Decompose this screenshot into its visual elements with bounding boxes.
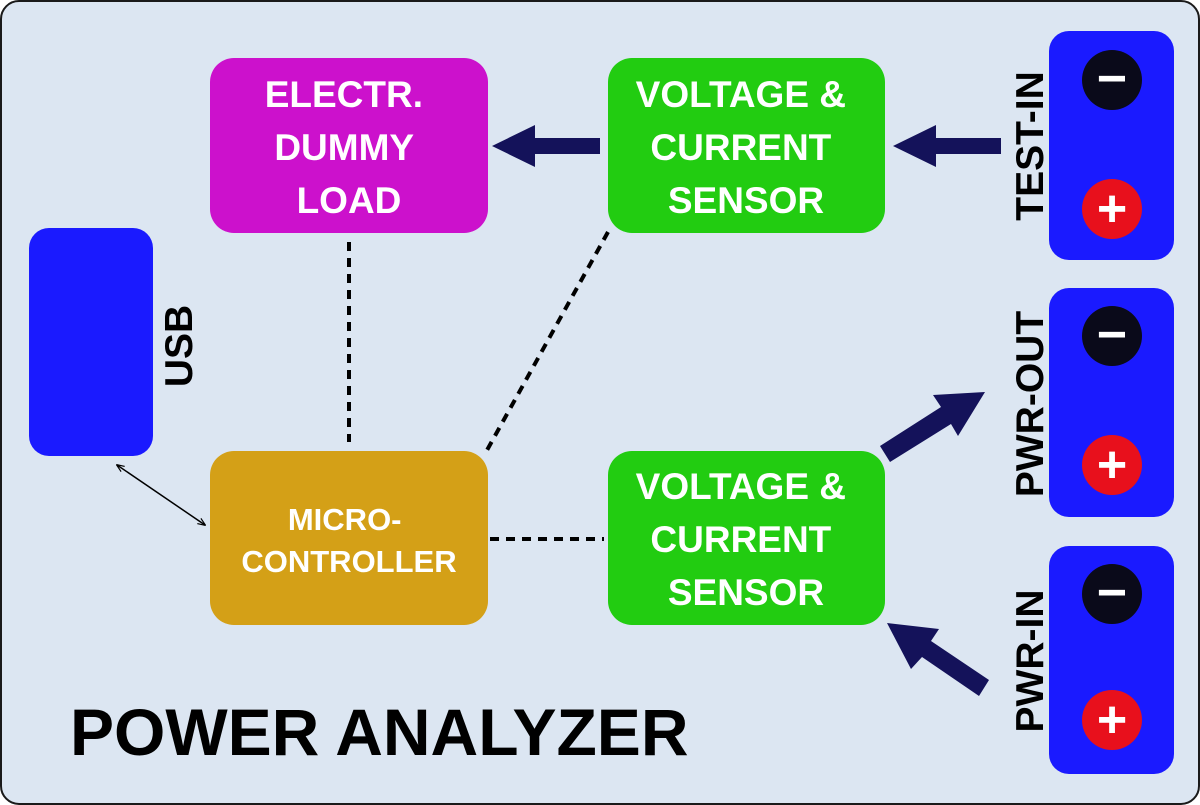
port-test-in-label: TEST-IN [1009,71,1052,221]
plus-sign: + [1097,436,1127,494]
minus-sign: − [1097,306,1127,364]
diagram-title: POWER ANALYZER [70,695,689,769]
port-pwr-out-body [1049,288,1174,517]
minus-sign: − [1097,564,1127,622]
microcontroller-block [210,451,488,625]
plus-sign: + [1097,691,1127,749]
port-pwr-in: PWR-IN − + [1009,546,1174,774]
plus-sign: + [1097,180,1127,238]
minus-sign: − [1097,50,1127,108]
arrow-testin-to-sensor [893,125,1001,167]
port-pwr-in-body [1049,546,1174,774]
minus-terminal-icon [1082,50,1142,110]
usb-label: USB [158,305,201,387]
link-sensor-top-mcu [484,231,610,453]
arrow-sensor-to-load [492,125,600,167]
arrow-sensor-to-pwrout [880,392,985,462]
sensor-top-label: VOLTAGE & CURRENT SENSOR [636,74,857,221]
minus-terminal-icon [1082,564,1142,624]
sensor-bottom-label: VOLTAGE & CURRENT SENSOR [636,466,857,613]
usb-connector [29,228,153,456]
port-pwr-in-label: PWR-IN [1009,590,1052,733]
minus-terminal-icon [1082,306,1142,366]
sensor-top-block [608,58,885,233]
usb-mcu-link [117,465,205,525]
plus-terminal-icon [1082,690,1142,750]
plus-terminal-icon [1082,435,1142,495]
port-test-in-body [1049,31,1174,260]
port-pwr-out-label: PWR-OUT [1009,311,1052,497]
plus-terminal-icon [1082,179,1142,239]
sensor-bottom-block [608,451,885,625]
dummy-load-label: ELECTR. DUMMY LOAD [265,74,434,221]
port-test-in: TEST-IN − + [1009,31,1174,260]
arrow-pwrin-to-sensor [887,623,989,696]
microcontroller-label: MICRO- CONTROLLER [241,502,456,579]
dummy-load-block [210,58,488,233]
port-pwr-out: PWR-OUT − + [1009,288,1174,517]
